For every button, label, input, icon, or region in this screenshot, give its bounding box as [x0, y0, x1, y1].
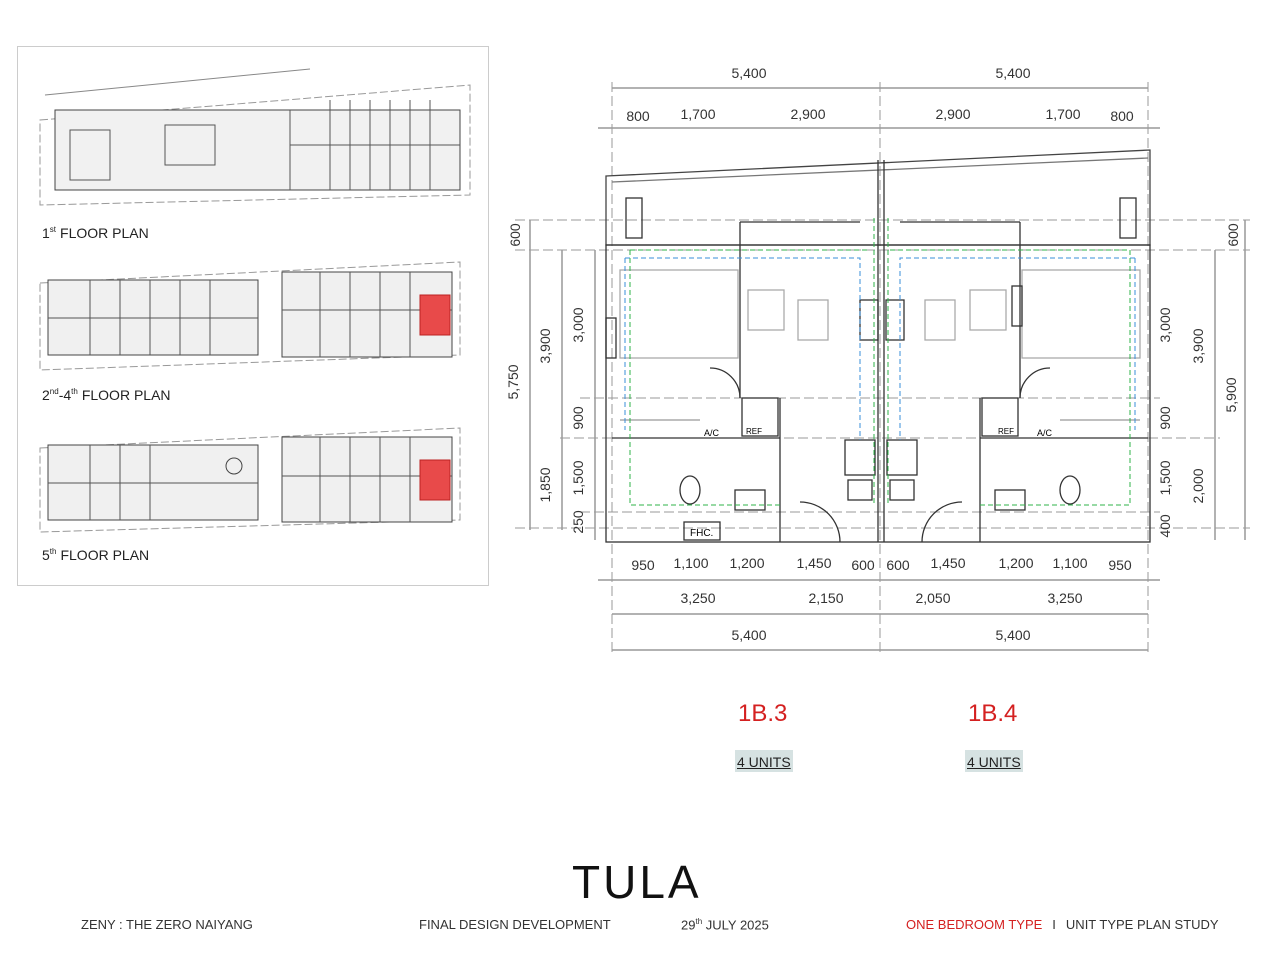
svg-text:5,400: 5,400	[731, 65, 766, 81]
date-sup: th	[695, 917, 703, 926]
key-plan-panel	[17, 46, 489, 586]
svg-text:2,900: 2,900	[935, 106, 970, 122]
svg-text:1,500: 1,500	[570, 460, 586, 495]
ref-label-right: REF	[998, 427, 1014, 436]
key-plan-2nd-4th-floor	[39, 261, 461, 371]
svg-text:1,700: 1,700	[1045, 106, 1080, 122]
svg-text:1,200: 1,200	[729, 555, 764, 571]
key-plan-1st-floor	[39, 68, 471, 206]
hvac-lines	[624, 218, 1136, 506]
svg-text:3,000: 3,000	[570, 307, 586, 342]
footer-date: 29th JULY 2025	[681, 917, 769, 932]
footer-type: ONE BEDROOM TYPE I UNIT TYPE PLAN STUDY	[906, 917, 1219, 932]
svg-text:600: 600	[851, 557, 875, 573]
dimension-lines	[515, 82, 1250, 655]
footer-study: UNIT TYPE PLAN STUDY	[1065, 917, 1219, 932]
svg-text:600: 600	[507, 223, 523, 247]
svg-text:950: 950	[1108, 557, 1132, 573]
svg-text:250: 250	[570, 510, 586, 534]
footer-stage: FINAL DESIGN DEVELOPMENT	[419, 917, 611, 932]
svg-text:600: 600	[1225, 223, 1241, 247]
svg-text:1,500: 1,500	[1157, 460, 1173, 495]
svg-text:1,700: 1,700	[680, 106, 715, 122]
date-rest: JULY 2025	[702, 917, 769, 933]
svg-text:5,400: 5,400	[995, 627, 1030, 643]
svg-text:5,900: 5,900	[1223, 377, 1239, 412]
svg-text:3,900: 3,900	[1190, 328, 1206, 363]
unit-type-1b4: 1B.4	[968, 700, 1018, 727]
unit-count-1b4: 4 UNITS	[965, 750, 1023, 772]
svg-text:5,400: 5,400	[731, 627, 766, 643]
unit-type-1b3: 1B.3	[738, 700, 788, 727]
date-day: 29	[681, 917, 696, 933]
svg-text:3,900: 3,900	[537, 328, 553, 363]
svg-text:800: 800	[1110, 108, 1134, 124]
ac-label-left: A/C	[704, 428, 720, 438]
footer-unit-type: ONE BEDROOM TYPE	[906, 917, 1043, 932]
svg-text:5,750: 5,750	[505, 364, 521, 399]
fhc-label: FHC.	[690, 528, 713, 539]
unit-count-1b3: 4 UNITS	[735, 750, 793, 772]
svg-text:2,050: 2,050	[915, 590, 950, 606]
svg-text:900: 900	[570, 406, 586, 430]
svg-text:1,200: 1,200	[998, 555, 1033, 571]
svg-text:1,450: 1,450	[796, 555, 831, 571]
svg-text:3,250: 3,250	[1047, 590, 1082, 606]
svg-text:400: 400	[1157, 514, 1173, 538]
dimension-labels: 5,400 5,400 800 1,700 2,900 2,900 1,700 …	[505, 65, 1241, 643]
svg-text:800: 800	[626, 108, 650, 124]
ref-label-left: REF	[746, 427, 762, 436]
ac-label-right: A/C	[1037, 428, 1053, 438]
svg-text:2,000: 2,000	[1190, 468, 1206, 503]
svg-text:2,150: 2,150	[808, 590, 843, 606]
svg-text:3,250: 3,250	[680, 590, 715, 606]
svg-text:950: 950	[631, 557, 655, 573]
footer-separator: I	[1052, 917, 1056, 932]
svg-text:1,100: 1,100	[673, 555, 708, 571]
key-plan-5th-floor	[39, 427, 461, 533]
svg-text:900: 900	[1157, 406, 1173, 430]
unit-floor-plan	[605, 149, 1151, 543]
svg-text:3,000: 3,000	[1157, 307, 1173, 342]
svg-text:2,900: 2,900	[790, 106, 825, 122]
svg-text:1,850: 1,850	[537, 467, 553, 502]
svg-text:5,400: 5,400	[995, 65, 1030, 81]
footer-project: ZENY : THE ZERO NAIYANG	[81, 917, 253, 932]
svg-text:1,450: 1,450	[930, 555, 965, 571]
svg-text:600: 600	[886, 557, 910, 573]
svg-text:1,100: 1,100	[1052, 555, 1087, 571]
tula-logo: TULA	[572, 856, 702, 908]
